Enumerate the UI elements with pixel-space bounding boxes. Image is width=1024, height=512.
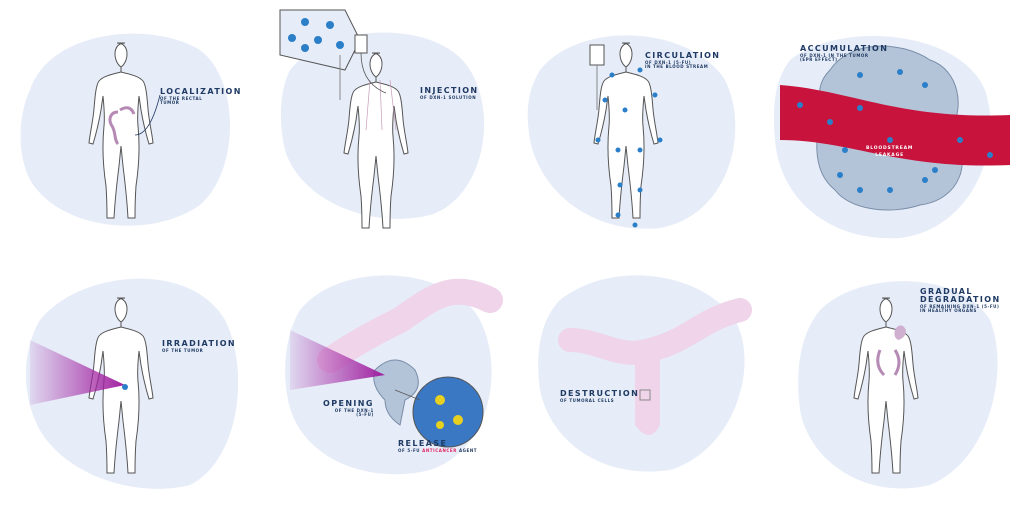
step-title: LOCALIZATION	[160, 87, 242, 96]
release-zoom-icon	[394, 376, 484, 448]
step-title: DESTRUCTION	[560, 389, 640, 398]
bloodstream-leakage-label: BLOODSTREAM LEAKAGE	[866, 146, 914, 158]
step-subtitle: OF DXN-1 (5-FU) IN THE BLOOD STREAM	[645, 60, 709, 69]
colon-icon	[108, 106, 136, 146]
radiation-beam-2	[290, 330, 385, 390]
colon-destruction	[558, 298, 752, 435]
step-subtitle: OF THE RECTAL TUMOR	[160, 96, 203, 105]
step-subtitle: AGENT	[456, 448, 478, 453]
step-subtitle: OF TUMORAL CELLS	[560, 398, 615, 403]
step-subtitle: OF THE TUMOR	[162, 348, 204, 353]
step-title: OPENING	[323, 399, 374, 408]
step-title: ACCUMULATION	[800, 44, 889, 53]
anticancer-highlight: ANTICANCER	[422, 448, 457, 453]
radiation-beam	[30, 340, 125, 405]
circulating-particles	[595, 67, 663, 228]
step-subtitle: OF DXN-1 IN THE TUMOR (EPR EFFECT)	[800, 53, 869, 62]
step-title: INJECTION	[420, 86, 479, 95]
step-title: IRRADIATION	[162, 339, 237, 348]
step-subtitle: OF THE DXN-1 (5-FU)	[334, 408, 374, 417]
step-title: RELEASE	[398, 439, 448, 448]
blood-vessel	[780, 85, 1010, 173]
colon-opening	[317, 278, 503, 426]
veins-icon	[365, 79, 397, 131]
iv-bag-zoom-icon	[279, 9, 387, 100]
step-title: GRADUAL DEGRADATION	[920, 287, 1001, 304]
step-subtitle: OF REMAINING DXN-1 (5-FU) IN HEALTHY ORG…	[920, 304, 1000, 313]
step-title: CIRCULATION	[645, 51, 721, 60]
step-subtitle: OF DXN-1 SOLUTION	[420, 95, 477, 100]
iv-bag-icon	[589, 44, 605, 110]
step-subtitle: OF 5-FU	[398, 448, 423, 453]
